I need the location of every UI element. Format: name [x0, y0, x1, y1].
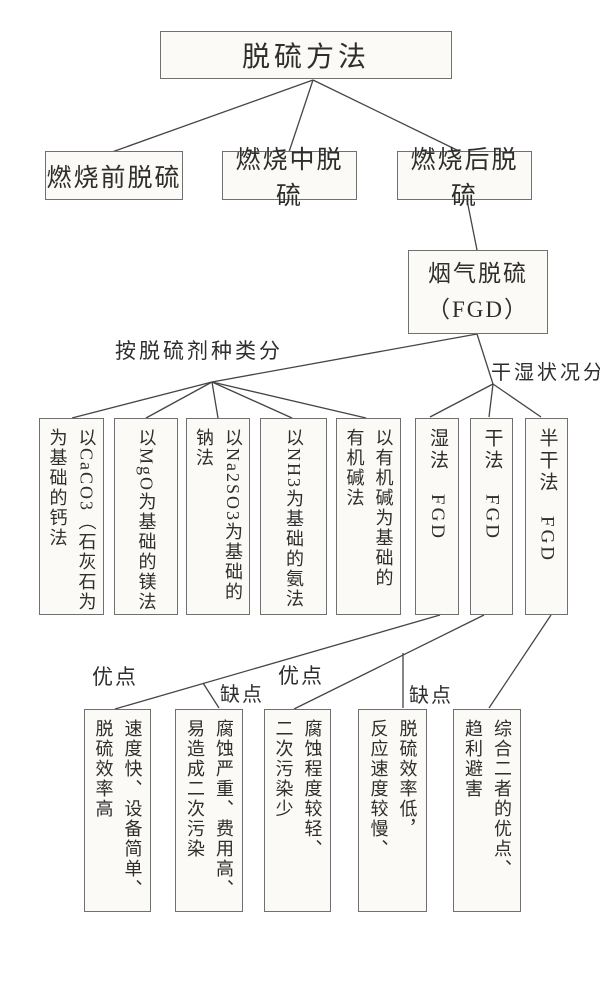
label-disadvantages-dry: 缺点 — [409, 685, 453, 707]
node-vertical-text: 腐蚀程度较轻、 二次污染少 — [273, 719, 323, 859]
node-dry-disadvantages: 脱硫效率低， 反应速度较慢、 — [358, 709, 427, 912]
connector-line — [429, 383, 494, 418]
node-vertical-text: 干法 FGD — [481, 428, 503, 542]
connector-line — [488, 383, 494, 418]
node-label: 燃烧后脱硫 — [410, 146, 519, 210]
connector-line — [476, 333, 494, 385]
connector-line — [492, 383, 542, 418]
node-calcium-method: 以CaCO3（石灰石为 为基础的钙法 — [39, 418, 104, 615]
node-title-text: 脱硫方法 — [241, 42, 370, 73]
connector-line — [466, 199, 478, 251]
node-vertical-text: 以Na2SO3为基础的 钠法 — [194, 428, 243, 602]
node-during-combustion: 燃烧中脱硫 — [222, 147, 357, 210]
node-semi-dry-summary: 综合二者的优点、 趋利避害 — [453, 709, 521, 912]
connector-line — [202, 682, 220, 709]
node-organic-alkali-method: 以有机碱为基础的 有机碱法 — [336, 418, 401, 615]
node-desulfurization-methods: 脱硫方法 — [160, 31, 452, 79]
connector-line — [211, 381, 219, 419]
node-vertical-text: 以有机碱为基础的 有机碱法 — [344, 428, 394, 588]
fgd-line2: （FGD） — [426, 297, 529, 322]
node-label: 燃烧中脱硫 — [235, 146, 344, 210]
node-semi-dry-fgd: 半干法 FGD — [525, 418, 568, 615]
node-vertical-text: 腐蚀严重、费用高、 易造成二次污染 — [185, 719, 234, 899]
node-flue-gas-desulfurization: 烟气脱硫 （FGD） — [408, 250, 548, 334]
node-wet-fgd: 湿法 FGD — [415, 418, 459, 615]
node-vertical-text: 半干法 FGD — [536, 428, 558, 564]
node-wet-advantages: 速度快、设备简单、 脱硫效率高 — [84, 709, 151, 912]
connector-line — [111, 79, 314, 153]
label-advantages-dry: 优点 — [278, 664, 324, 688]
branch-label-by-agent: 按脱硫剂种类分 — [115, 339, 283, 363]
fgd-line1: 烟气脱硫 — [428, 261, 528, 286]
node-wet-disadvantages: 腐蚀严重、费用高、 易造成二次污染 — [175, 709, 243, 912]
node-label: 燃烧前脱硫 — [46, 164, 182, 192]
label-advantages-wet: 优点 — [92, 665, 138, 689]
node-vertical-text: 以CaCO3（石灰石为 为基础的钙法 — [47, 428, 97, 612]
node-vertical-text: 以NH3为基础的氨法 — [284, 428, 304, 609]
node-vertical-text: 综合二者的优点、 趋利避害 — [463, 719, 512, 879]
node-vertical-text: 速度快、设备简单、 脱硫效率高 — [93, 719, 143, 899]
branch-label-by-condition: 干湿状况分 — [491, 362, 600, 384]
connector-line — [312, 79, 462, 153]
connector-line — [114, 614, 441, 710]
node-dry-fgd: 干法 FGD — [470, 418, 513, 615]
node-post-combustion: 燃烧后脱硫 — [397, 147, 532, 210]
connector-line — [293, 614, 485, 710]
node-vertical-text: 脱硫效率低， 反应速度较慢、 — [368, 719, 418, 859]
node-vertical-text: 以MgO为基础的镁法 — [136, 428, 157, 613]
connector-line — [211, 381, 293, 419]
node-ammonia-method: 以NH3为基础的氨法 — [260, 418, 327, 615]
connector-line — [211, 333, 478, 383]
connector-line — [145, 381, 213, 419]
connector-line — [488, 614, 552, 709]
label-disadvantages-wet: 缺点 — [220, 684, 264, 706]
connector-line — [71, 381, 213, 419]
node-vertical-text: 湿法 FGD — [427, 428, 448, 542]
node-dry-advantages: 腐蚀程度较轻、 二次污染少 — [264, 709, 331, 912]
node-sodium-method: 以Na2SO3为基础的 钠法 — [186, 418, 250, 615]
node-magnesium-method: 以MgO为基础的镁法 — [114, 418, 178, 615]
connector-line — [288, 79, 314, 153]
node-pre-combustion: 燃烧前脱硫 — [45, 151, 183, 200]
connector-line — [211, 381, 367, 419]
